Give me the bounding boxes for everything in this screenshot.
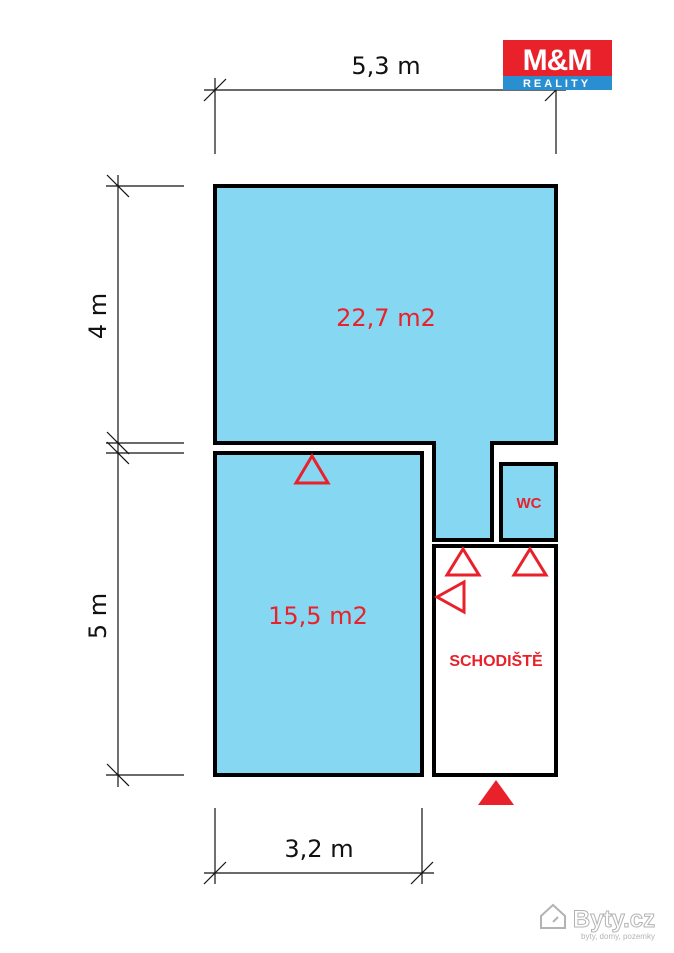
room-small bbox=[213, 451, 424, 777]
door-marker-side bbox=[433, 579, 466, 615]
dimension-bottom-width: 3,2 m bbox=[284, 835, 353, 863]
logo-sub-text: REALITY bbox=[523, 78, 591, 90]
room-large-area: 22,7 m2 bbox=[336, 304, 436, 332]
logo-brand-text: M&M bbox=[523, 44, 592, 77]
door-marker-corridor bbox=[444, 546, 482, 577]
dimension-top-width: 5,3 m bbox=[351, 52, 420, 80]
watermark-house-icon bbox=[540, 903, 566, 929]
staircase-label: SCHODIŠTĚ bbox=[449, 651, 543, 670]
door-markers bbox=[293, 453, 549, 615]
door-marker-small-room bbox=[293, 453, 331, 485]
room-staircase bbox=[432, 544, 558, 777]
watermark-tagline: byty, domy, pozemky bbox=[581, 932, 655, 941]
room-large bbox=[213, 184, 558, 542]
room-small-area: 15,5 m2 bbox=[268, 602, 368, 630]
room-wc bbox=[499, 462, 558, 542]
wc-label: WC bbox=[517, 495, 542, 512]
dimension-lines bbox=[106, 78, 568, 885]
logo-m-and-m-reality: M&M REALITY bbox=[503, 40, 612, 90]
entrance-marker bbox=[478, 780, 514, 805]
door-marker-wc bbox=[511, 546, 549, 577]
watermark-site: Byty.cz bbox=[573, 906, 655, 933]
dimension-upper-height: 4 m bbox=[84, 293, 112, 339]
watermark-byty: Byty.cz byty, domy, pozemky bbox=[540, 903, 656, 941]
dimension-lower-height: 5 m bbox=[84, 593, 112, 639]
